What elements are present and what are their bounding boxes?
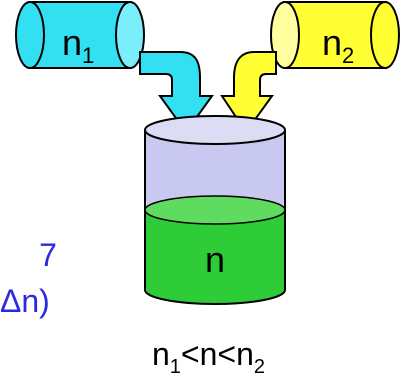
left-cylinder-mouth	[115, 1, 145, 69]
right-pour-arrow	[220, 51, 277, 134]
right-cylinder-subscript: 2	[342, 43, 354, 68]
svg-text:n2: n2	[322, 22, 354, 68]
relation-n1: n	[152, 336, 170, 372]
right-cylinder: n2	[270, 1, 400, 69]
left-cylinder: n1	[15, 1, 145, 69]
right-cylinder-label: n	[322, 22, 342, 63]
clipped-text-line-2: Δn)	[0, 283, 50, 319]
right-cylinder-mouth	[270, 1, 300, 69]
left-cylinder-label: n	[62, 22, 82, 63]
relation-text: n1<n<n2	[152, 336, 265, 378]
beaker-rim	[144, 115, 286, 145]
beaker-liquid	[145, 210, 285, 304]
beaker-outline	[144, 130, 286, 305]
beaker: n	[144, 115, 286, 305]
svg-text:n1: n1	[62, 22, 94, 68]
beaker-label: n	[205, 239, 225, 280]
relation-n2: n	[236, 336, 254, 372]
left-cylinder-subscript: 1	[82, 43, 94, 68]
relation-lt-1: <	[181, 336, 200, 372]
relation-n1-sub: 1	[170, 356, 181, 378]
beaker-glass	[145, 130, 285, 210]
beaker-liquid-surface	[144, 195, 286, 225]
clipped-text-line-1: 7	[39, 237, 57, 273]
relation-lt-2: <	[217, 336, 236, 372]
left-cylinder-end	[15, 1, 45, 69]
left-pour-arrow	[139, 51, 214, 134]
right-cylinder-end	[370, 1, 400, 69]
relation-n: n	[200, 336, 218, 372]
relation-n2-sub: 2	[254, 356, 265, 378]
